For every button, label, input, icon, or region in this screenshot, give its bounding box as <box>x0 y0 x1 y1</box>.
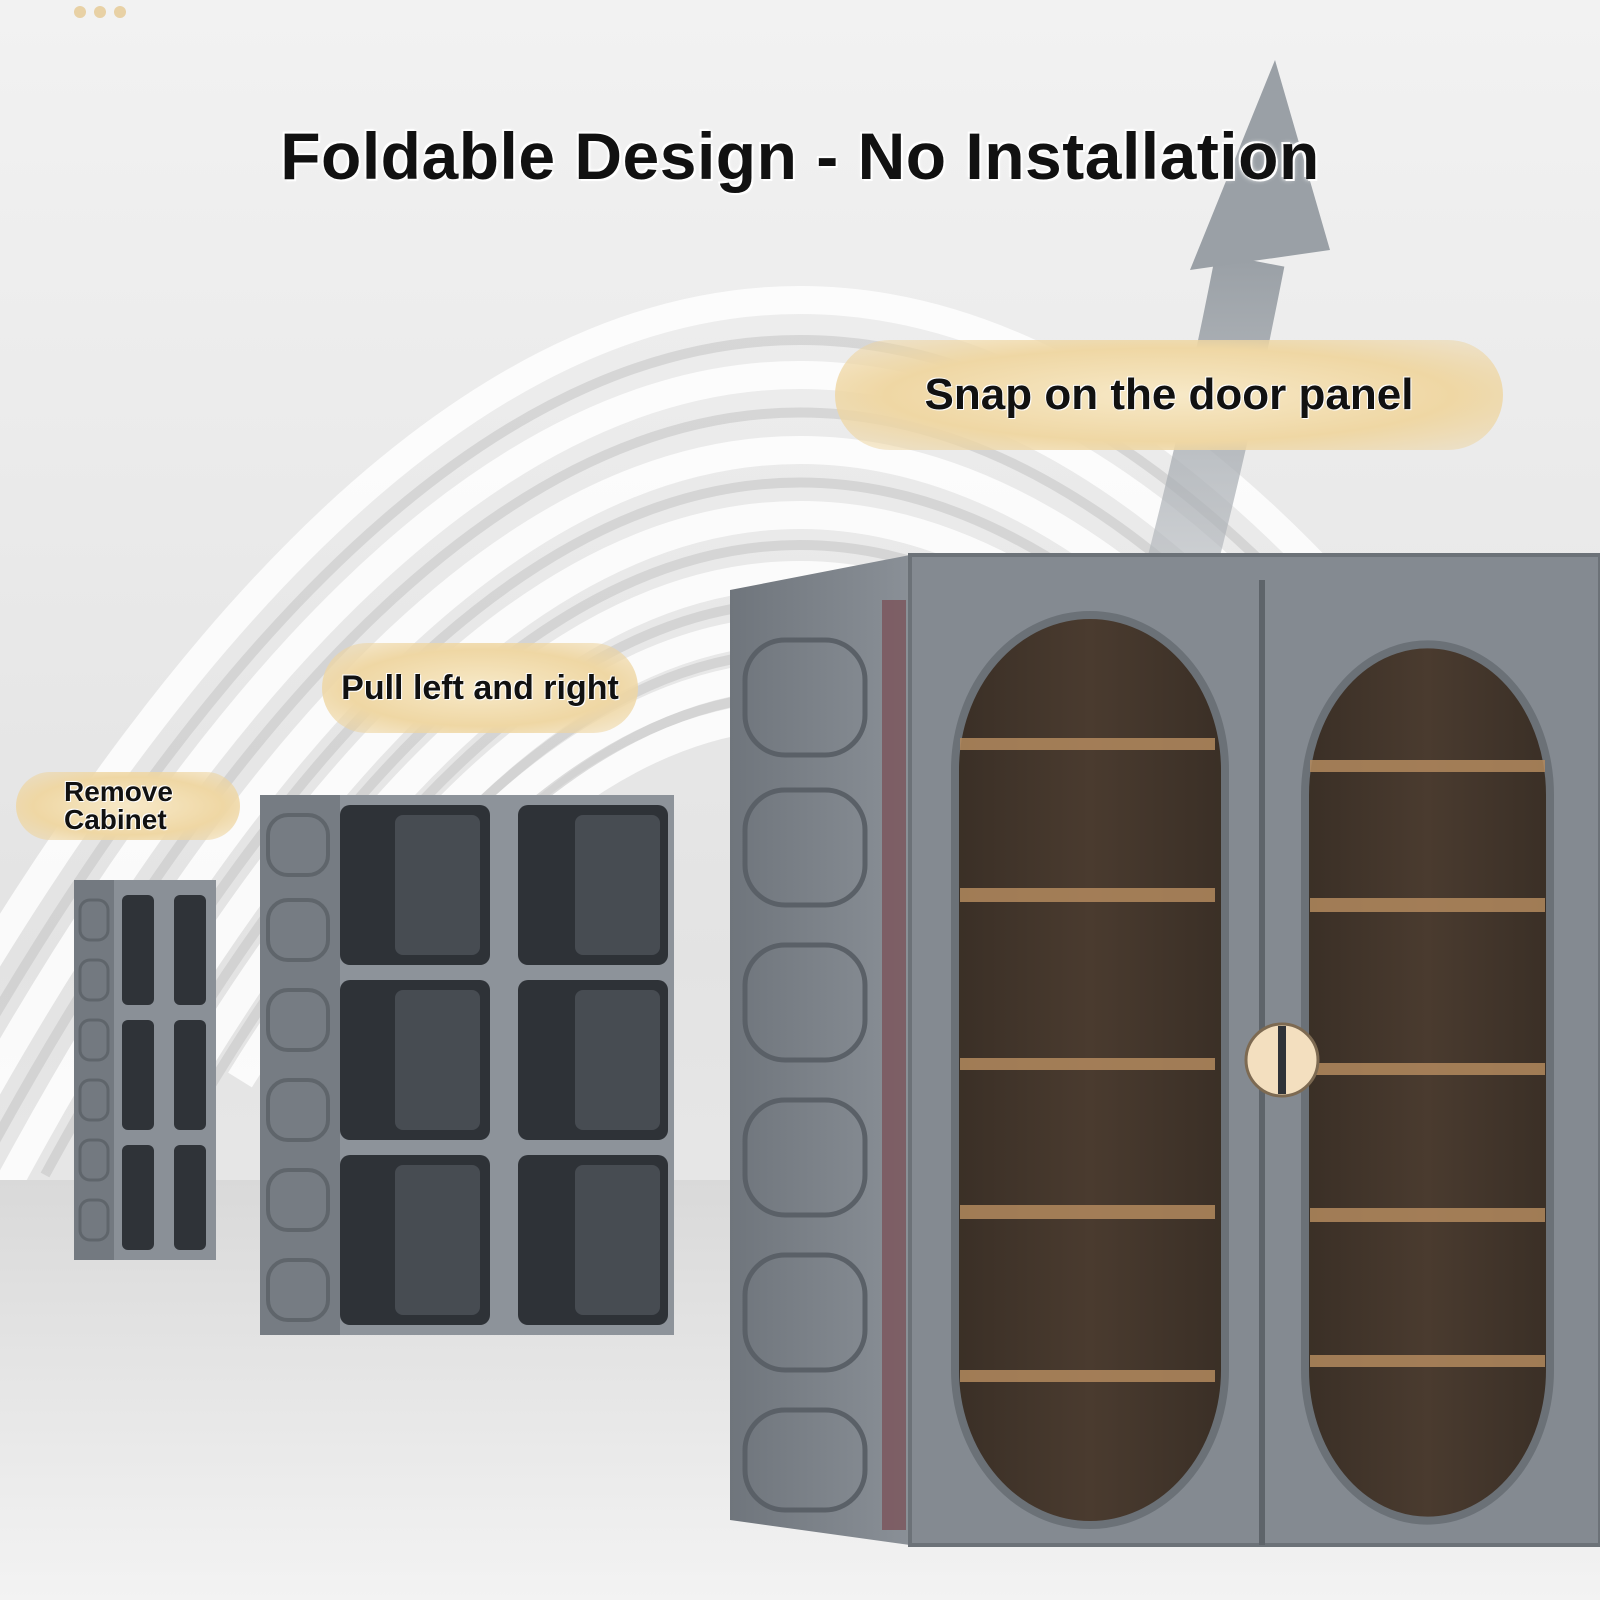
label-remove-line1: Remove <box>64 776 173 807</box>
label-snap-door-panel: Snap on the door panel <box>835 340 1503 450</box>
cabinet-pulled <box>260 795 674 1335</box>
label-pull-left-right: Pull left and right <box>322 643 638 733</box>
cabinet-assembled <box>730 553 1600 1547</box>
decorative-dots <box>74 6 126 18</box>
label-remove-cabinet: Remove Cabinet <box>16 772 240 840</box>
headline: Foldable Design - No Installation <box>280 119 1320 193</box>
cabinet-removed <box>74 880 216 1260</box>
label-remove-line2: Cabinet <box>64 804 167 835</box>
